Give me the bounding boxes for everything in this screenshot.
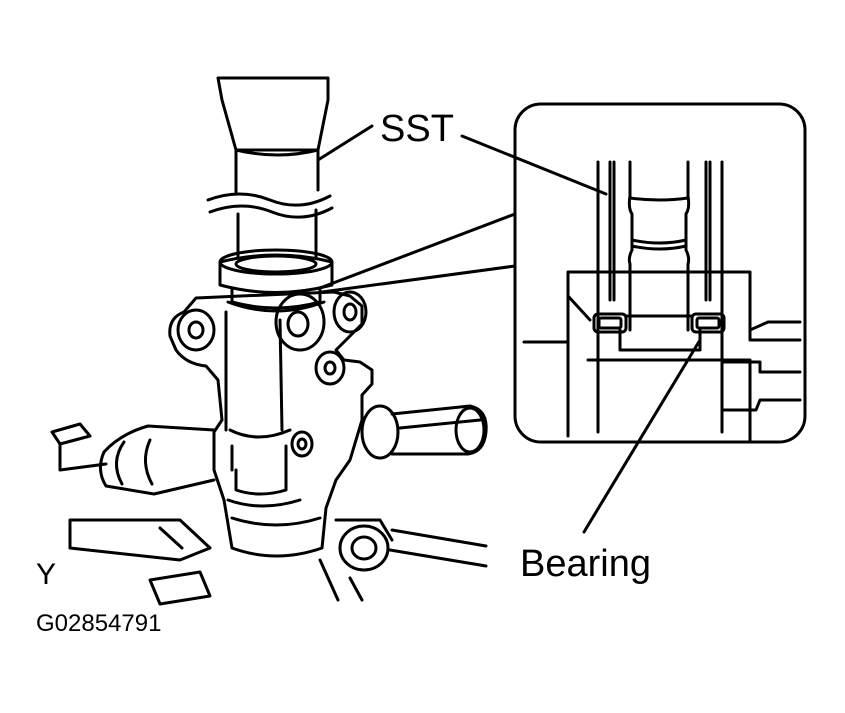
gear-housing xyxy=(52,288,486,604)
sst-break-line xyxy=(208,194,330,205)
sst-label: SST xyxy=(380,108,454,150)
sst-detail-leader xyxy=(462,136,606,194)
view-marker-label: Y xyxy=(36,558,57,591)
sst-tool xyxy=(208,78,332,293)
sst-handle-top xyxy=(218,78,328,150)
bearing-ring-right xyxy=(692,314,724,332)
bearing-ring-left xyxy=(594,314,626,332)
figure-code-label: G02854791 xyxy=(36,610,162,637)
sst-shaft-upper xyxy=(236,150,318,192)
bearing-label: Bearing xyxy=(520,543,651,585)
detail-view xyxy=(320,104,805,442)
sst-leader-line xyxy=(318,126,372,160)
bearing-leader-line xyxy=(584,340,700,532)
